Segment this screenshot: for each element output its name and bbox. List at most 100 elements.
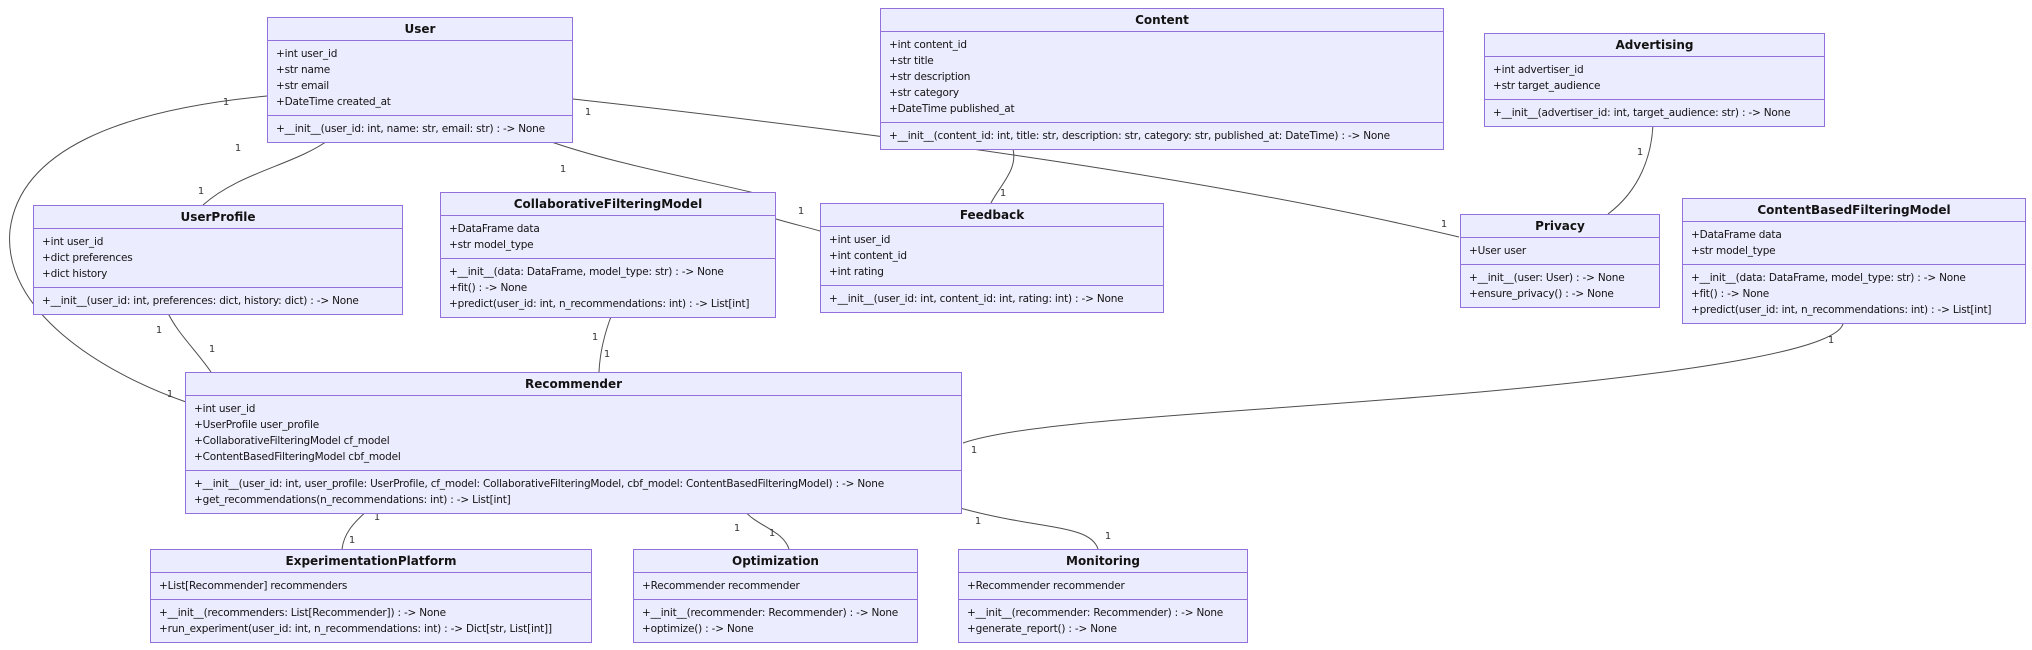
class-content-based-filtering-model: ContentBasedFilteringModel +DataFrame da… (1682, 198, 2026, 324)
class-experimentation-platform: ExperimentationPlatform +List[Recommende… (150, 549, 592, 643)
class-title: Monitoring (1066, 554, 1140, 568)
class-title: CollaborativeFilteringModel (513, 197, 703, 211)
multiplicity-label: 1 (1828, 335, 1834, 346)
class-attribute: +str model_type (449, 239, 534, 251)
multiplicity-label: 1 (374, 512, 380, 523)
class-method: +__init__(content_id: int, title: str, d… (889, 130, 1390, 142)
multiplicity-label: 1 (604, 349, 610, 360)
class-method: +__init__(user_id: int, user_profile: Us… (194, 478, 884, 490)
methods-compartment: +__init__(data: DataFrame, model_type: s… (441, 258, 775, 317)
methods-compartment: +__init__(recommender: Recommender) : ->… (959, 599, 1247, 642)
edge-recommender-monitoring (959, 507, 1099, 550)
class-attribute: +ContentBasedFilteringModel cbf_model (194, 451, 401, 463)
edge-user-recommender (9, 95, 268, 403)
class-attribute: +Recommender recommender (967, 580, 1125, 592)
class-attribute: +List[Recommender] recommenders (159, 580, 348, 592)
class-title: ContentBasedFilteringModel (1757, 203, 1951, 217)
multiplicity-label: 1 (971, 445, 977, 456)
edge-recommender-optimization (743, 509, 790, 550)
class-attribute: +CollaborativeFilteringModel cf_model (194, 435, 390, 447)
methods-compartment: +__init__(recommender: Recommender) : ->… (634, 599, 917, 642)
attributes-compartment: +Recommender recommender (634, 572, 917, 599)
multiplicity-label: 1 (1637, 147, 1643, 158)
class-attribute: +int user_id (194, 403, 256, 415)
class-title: Privacy (1535, 219, 1585, 233)
attributes-compartment: +Recommender recommender (959, 572, 1247, 599)
multiplicity-label: 1 (1441, 219, 1447, 230)
attributes-compartment: +int user_id +str name +str email +DateT… (268, 40, 572, 115)
class-attribute: +str model_type (1691, 245, 1776, 257)
multiplicity-label: 1 (798, 206, 804, 217)
class-method: +__init__(user_id: int, content_id: int,… (829, 293, 1124, 305)
multiplicity-label: 1 (585, 107, 591, 118)
attributes-compartment: +User user (1461, 237, 1659, 264)
methods-compartment: +__init__(user_id: int, user_profile: Us… (186, 470, 961, 513)
class-attribute: +int rating (829, 266, 884, 278)
class-method: +__init__(recommender: Recommender) : ->… (967, 607, 1224, 619)
class-attribute: +str title (889, 55, 934, 67)
edge-user-userprofile (202, 138, 331, 206)
methods-compartment: +__init__(advertiser_id: int, target_aud… (1485, 99, 1824, 126)
class-collaborative-filtering-model: CollaborativeFilteringModel +DataFrame d… (440, 192, 776, 318)
class-method: +fit() : -> None (1691, 288, 1770, 300)
methods-compartment: +__init__(data: DataFrame, model_type: s… (1683, 264, 2025, 323)
attributes-compartment: +DataFrame data +str model_type (441, 215, 775, 258)
class-method: +__init__(recommenders: List[Recommender… (159, 607, 446, 619)
class-method: +__init__(data: DataFrame, model_type: s… (1691, 272, 1966, 284)
class-method: +__init__(user: User) : -> None (1469, 272, 1625, 284)
multiplicity-label: 1 (975, 516, 981, 527)
class-title: User (404, 22, 436, 36)
class-attribute: +User user (1469, 245, 1526, 257)
class-method: +__init__(advertiser_id: int, target_aud… (1493, 107, 1791, 119)
methods-compartment: +__init__(user_id: int, preferences: dic… (34, 287, 402, 314)
edge-advertising-privacy (1607, 122, 1654, 215)
class-attribute: +int content_id (829, 250, 907, 262)
multiplicity-label: 1 (167, 389, 173, 400)
class-feedback: Feedback +int user_id +int content_id +i… (820, 203, 1164, 313)
edge-cfmodel-recommender (598, 313, 613, 373)
class-method: +optimize() : -> None (642, 623, 754, 635)
attributes-compartment: +DataFrame data +str model_type (1683, 221, 2025, 264)
multiplicity-label: 1 (734, 523, 740, 534)
class-method: +__init__(user_id: int, name: str, email… (276, 123, 545, 135)
edge-user-cfmodel (542, 138, 776, 199)
attributes-compartment: +List[Recommender] recommenders (151, 572, 591, 599)
class-title: Recommender (524, 377, 623, 391)
multiplicity-label: 1 (156, 325, 162, 336)
class-attribute: +DataFrame data (1691, 229, 1782, 241)
class-attribute: +int user_id (829, 234, 891, 246)
class-method: +ensure_privacy() : -> None (1469, 288, 1614, 300)
edge-user-privacy (572, 98, 1460, 238)
methods-compartment: +__init__(user_id: int, content_id: int,… (821, 285, 1163, 312)
attributes-compartment: +int content_id +str title +str descript… (881, 31, 1443, 122)
multiplicity-label: 1 (209, 344, 215, 355)
methods-compartment: +__init__(recommenders: List[Recommender… (151, 599, 591, 642)
class-method: +predict(user_id: int, n_recommendations… (1691, 304, 1992, 316)
class-optimization: Optimization +Recommender recommender +_… (633, 549, 918, 643)
class-method: +predict(user_id: int, n_recommendations… (449, 298, 750, 310)
class-title: UserProfile (180, 210, 256, 224)
class-method: +__init__(user_id: int, preferences: dic… (42, 295, 359, 307)
attributes-compartment: +int user_id +dict preferences +dict his… (34, 228, 402, 287)
multiplicity-label: 1 (198, 186, 204, 197)
class-title: Content (1135, 13, 1189, 27)
attributes-compartment: +int user_id +UserProfile user_profile +… (186, 395, 961, 470)
class-content: Content +int content_id +str title +str … (880, 8, 1444, 150)
multiplicity-label: 1 (223, 97, 229, 108)
multiplicity-label: 1 (235, 143, 241, 154)
class-title: Feedback (959, 208, 1025, 222)
class-attribute: +str target_audience (1493, 80, 1601, 92)
class-advertising: Advertising +int advertiser_id +str targ… (1484, 33, 1825, 127)
class-method: +run_experiment(user_id: int, n_recommen… (159, 623, 552, 635)
class-attribute: +Recommender recommender (642, 580, 800, 592)
class-method: +__init__(data: DataFrame, model_type: s… (449, 266, 724, 278)
edge-cbfmodel-recommender (962, 319, 1844, 444)
class-title: ExperimentationPlatform (285, 554, 457, 568)
edge-content-feedback (990, 145, 1015, 204)
class-attribute: +int advertiser_id (1493, 64, 1584, 76)
class-user-profile: UserProfile +int user_id +dict preferenc… (33, 205, 403, 315)
methods-compartment: +__init__(user_id: int, name: str, email… (268, 115, 572, 142)
attributes-compartment: +int user_id +int content_id +int rating (821, 226, 1163, 285)
